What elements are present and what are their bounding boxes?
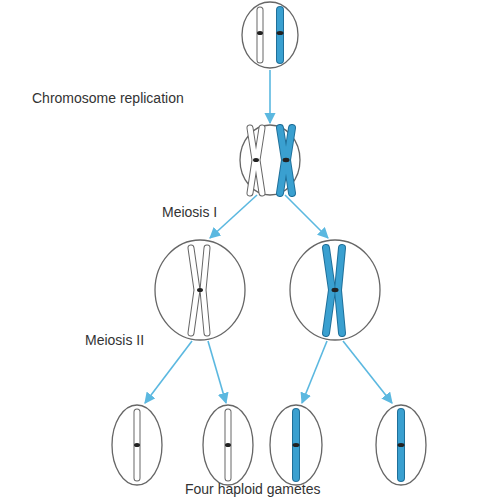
- stage-label: Four haploid gametes: [185, 481, 320, 497]
- blue-chromosomes: [280, 10, 401, 478]
- stage-label: Chromosome replication: [32, 90, 184, 106]
- division-arrows: [145, 70, 392, 403]
- white-chromosomes: [137, 10, 262, 478]
- stage-label: Meiosis II: [85, 332, 144, 348]
- cell-outlines: [112, 2, 426, 485]
- stage-label: Meiosis I: [162, 204, 217, 220]
